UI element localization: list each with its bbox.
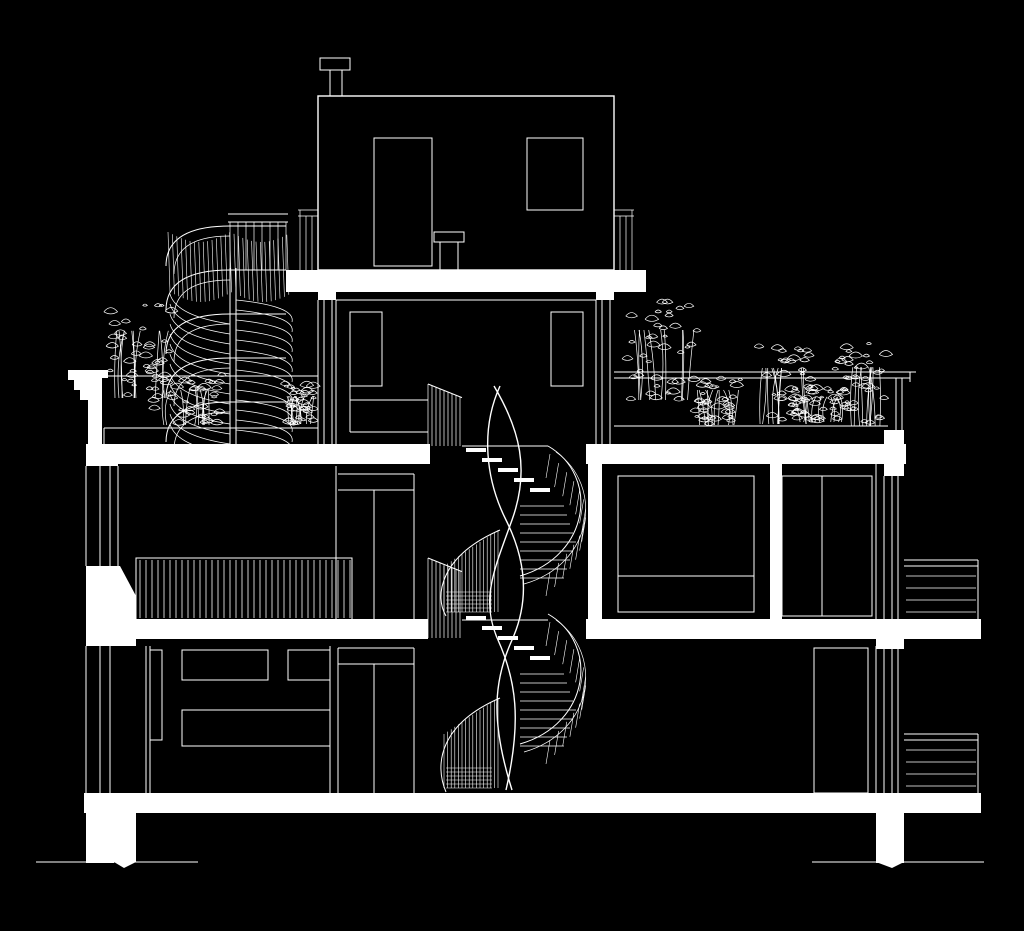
exterior-spiral-staircase	[165, 213, 293, 455]
interior-spiral-staircase	[427, 383, 587, 793]
balcony-railings	[904, 559, 979, 793]
second-storey-room	[317, 299, 611, 444]
top-storey-volume	[286, 57, 646, 300]
middle-floor-slab	[134, 619, 981, 639]
right-interior-rooms	[588, 464, 904, 794]
terrace-plants	[103, 298, 894, 427]
slatted-balustrade	[139, 560, 351, 636]
terrace-railing-right	[614, 371, 916, 430]
ground-floor-slab	[84, 793, 981, 868]
first-floor-slab	[86, 430, 906, 476]
left-interior-rooms	[117, 466, 415, 793]
terrace-railing-left	[103, 375, 318, 444]
left-exterior-wall	[68, 370, 136, 793]
